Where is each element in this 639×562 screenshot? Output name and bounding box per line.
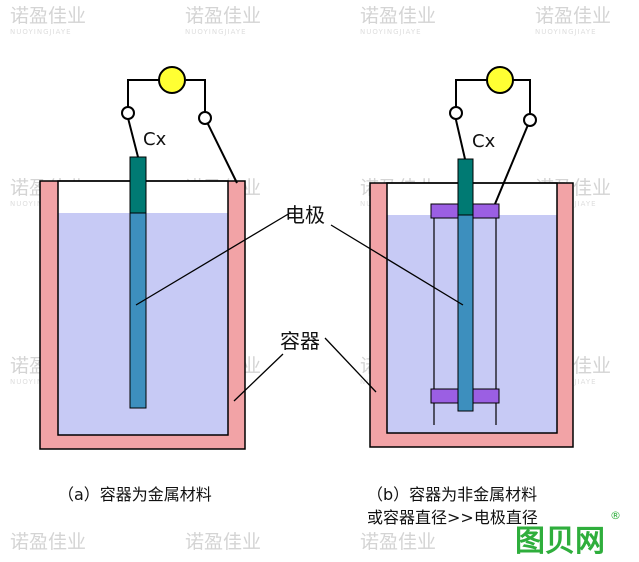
electrode-top-b (457, 158, 474, 216)
caption-b-line1: （b）容器为非金属材料 (367, 485, 537, 504)
electrode-b (457, 214, 474, 412)
caption-a: （a）容器为金属材料 (58, 485, 212, 504)
container-leader-a (233, 353, 284, 402)
watermark-tile: 诺盈佳业 (360, 531, 436, 553)
watermark-tile: 诺盈佳业 NUOYINGJIAYE (535, 5, 611, 36)
watermark-brand-sub: NUOYINGJIAYE (360, 28, 422, 36)
watermark-brand: 诺盈佳业 (10, 531, 86, 553)
watermark-brand-sub: NUOYINGJIAYE (535, 28, 597, 36)
wiring-b (455, 79, 531, 205)
leader-lines (135, 212, 464, 402)
watermark-brand: 诺盈佳业 (185, 531, 261, 553)
watermark-brand: 诺盈佳业 (360, 5, 436, 27)
watermark-tile: 诺盈佳业 (185, 531, 261, 553)
terminal-left-a (121, 106, 135, 120)
corner-logo: 图贝网 ® (515, 509, 621, 559)
meter-icon-a (158, 66, 186, 94)
container-leader-b (324, 337, 377, 393)
terminal-right-a (198, 111, 212, 125)
watermark-brand: 诺盈佳业 (185, 5, 261, 27)
watermark-tile: 诺盈佳业 NUOYINGJIAYE (360, 5, 436, 36)
wiring-a (127, 79, 238, 184)
watermark-brand: 诺盈佳业 (360, 531, 436, 553)
electrode-leader-a (135, 212, 291, 306)
electrode-leader-b (330, 224, 464, 306)
caption-b-line2: 或容器直径>>电极直径 (367, 508, 538, 527)
cx-label-a: Cx (143, 129, 167, 150)
watermark-brand: 诺盈佳业 (10, 5, 86, 27)
registered-mark-icon: ® (610, 509, 621, 522)
cx-label-b: Cx (472, 131, 496, 152)
electrode-a (129, 212, 147, 409)
watermark-brand-sub: NUOYINGJIAYE (185, 28, 247, 36)
diagram-a: Cx (39, 66, 246, 450)
watermark-tile: 诺盈佳业 (10, 531, 86, 553)
meter-icon-b (486, 66, 514, 94)
watermark-brand-sub: NUOYINGJIAYE (10, 28, 72, 36)
watermark-brand: 诺盈佳业 (535, 5, 611, 27)
electrode-top-a (129, 156, 147, 214)
diagram-b: Cx (369, 66, 574, 448)
corner-logo-text: 图贝网 (515, 524, 605, 559)
electrode-label: 电极 (285, 203, 325, 227)
container-label: 容器 (280, 329, 320, 353)
terminal-right-b (523, 113, 537, 127)
watermark-tile: 诺盈佳业 NUOYINGJIAYE (185, 5, 261, 36)
terminal-left-b (449, 106, 463, 120)
watermark-tile: 诺盈佳业 NUOYINGJIAYE (10, 5, 86, 36)
